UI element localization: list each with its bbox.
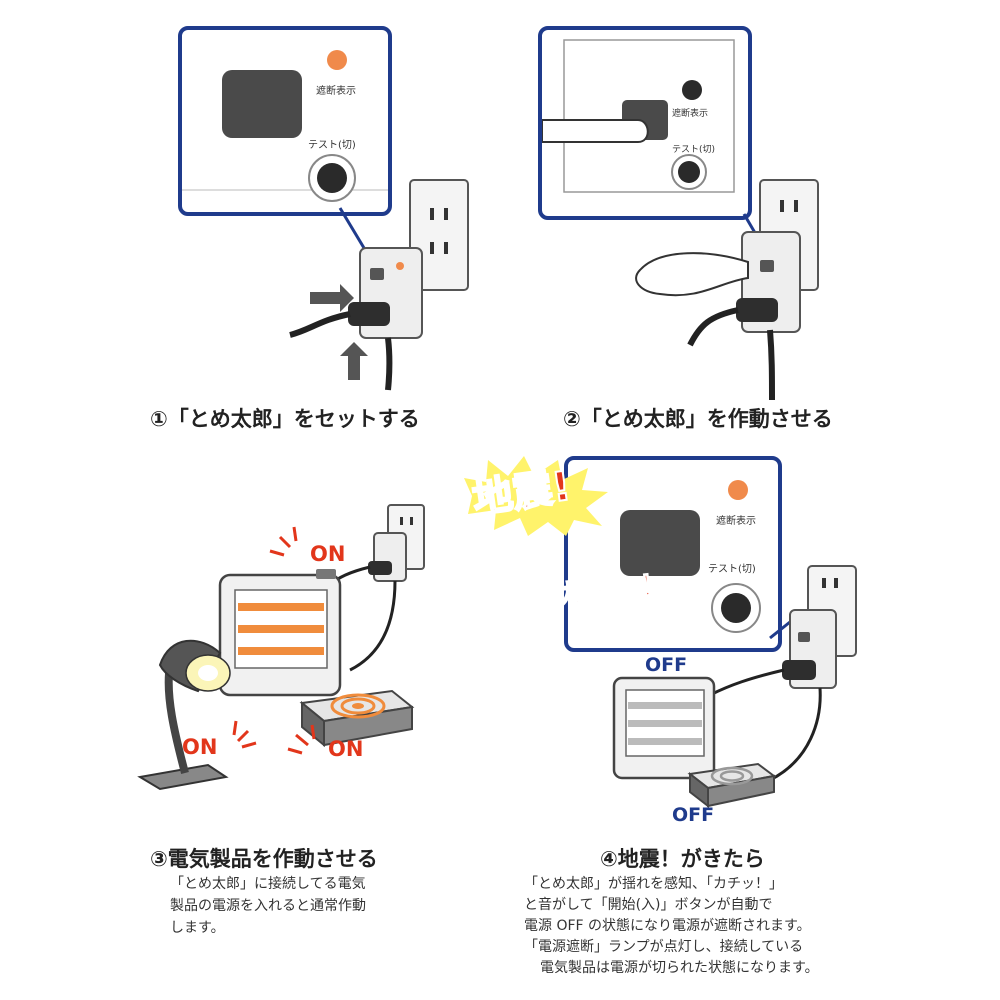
step4-appliances <box>600 560 880 820</box>
start-button <box>222 70 302 138</box>
indicator-label: 遮断表示 <box>316 82 356 97</box>
stove-on-label: ON <box>328 737 363 761</box>
heater-off-label: OFF <box>645 654 687 676</box>
plug <box>348 302 390 326</box>
step4-caption: ④地震！がきたら <box>600 843 765 873</box>
step1-outlet-device <box>290 170 490 390</box>
step4-description-line-5: 電気製品は電源が切られた状態になります。 <box>540 958 819 978</box>
hand-icon <box>636 253 748 295</box>
finger-icon <box>542 120 648 142</box>
step3-description-line-1: 「とめ太郎」に接続してる電気 <box>170 874 366 894</box>
arrow-up-icon <box>340 342 368 380</box>
indicator-lamp <box>682 80 702 100</box>
step3-appliances <box>130 495 450 795</box>
indicator-label: 遮断表示 <box>672 106 708 119</box>
arrow-right-icon <box>310 284 354 312</box>
indicator-lamp <box>327 50 347 70</box>
step4-description-line-2: と音がして「開始(入)」ボタンが自動で <box>524 895 773 915</box>
step2-caption: ②「とめ太郎」を作動させる <box>563 403 833 433</box>
step2-outlet-device <box>630 170 880 410</box>
lamp-on-label: ON <box>182 735 217 759</box>
step3-description-line-3: します。 <box>170 918 225 938</box>
step1-caption: ①「とめ太郎」をセットする <box>150 403 420 433</box>
step3-description-line-2: 製品の電源を入れると通常作動 <box>170 896 366 916</box>
heater-on-label: ON <box>310 542 345 566</box>
step4-description-line-3: 電源 OFF の状態になり電源が遮断されます。 <box>524 916 811 936</box>
stove-off-label: OFF <box>672 804 714 826</box>
step4-description-line-4: 「電源遮断」ランプが点灯し、接続している <box>524 937 803 957</box>
indicator-label: 遮断表示 <box>716 512 756 527</box>
test-label: テスト(切) <box>672 142 715 155</box>
step4-description-line-1: 「とめ太郎」が揺れを感知、「カチッ！」 <box>524 874 783 894</box>
step3-caption: ③電気製品を作動させる <box>150 843 378 873</box>
test-label: テスト(切) <box>308 136 356 151</box>
indicator-lamp <box>728 480 748 500</box>
